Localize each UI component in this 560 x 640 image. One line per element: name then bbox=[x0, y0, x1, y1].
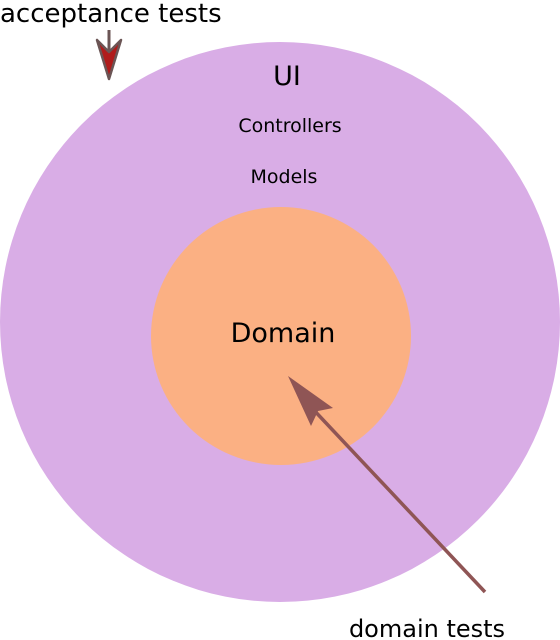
models-label: Models bbox=[251, 166, 318, 188]
up-left-arrow-icon bbox=[288, 376, 487, 594]
domain-tests-label: domain tests bbox=[349, 615, 505, 640]
controllers-label: Controllers bbox=[238, 115, 341, 137]
domain-layer-circle bbox=[151, 207, 411, 465]
down-arrow-icon bbox=[95, 30, 123, 81]
domain-label: Domain bbox=[231, 318, 336, 349]
acceptance-tests-label: acceptance tests bbox=[0, 0, 222, 29]
ui-label: UI bbox=[273, 61, 301, 92]
